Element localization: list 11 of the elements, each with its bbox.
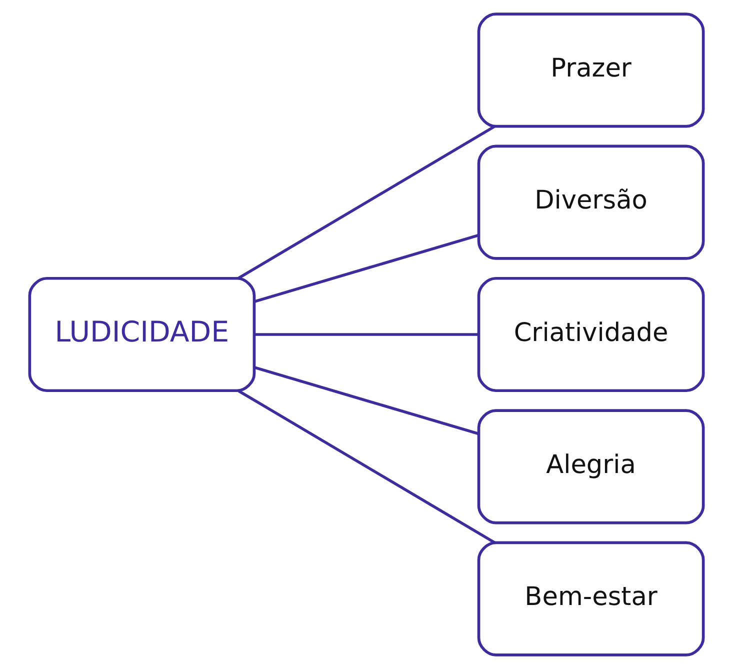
connector bbox=[238, 125, 496, 280]
node-box: Diversão bbox=[477, 144, 705, 260]
connector bbox=[254, 366, 479, 436]
node-box: LUDICIDADE bbox=[28, 276, 256, 392]
node-box: Criatividade bbox=[477, 276, 705, 392]
node-box: Alegria bbox=[477, 409, 705, 524]
connector bbox=[254, 234, 479, 304]
connector bbox=[238, 390, 496, 544]
node-box: Bem-estar bbox=[477, 541, 705, 656]
connector bbox=[254, 333, 479, 336]
node-box: Prazer bbox=[477, 12, 705, 128]
